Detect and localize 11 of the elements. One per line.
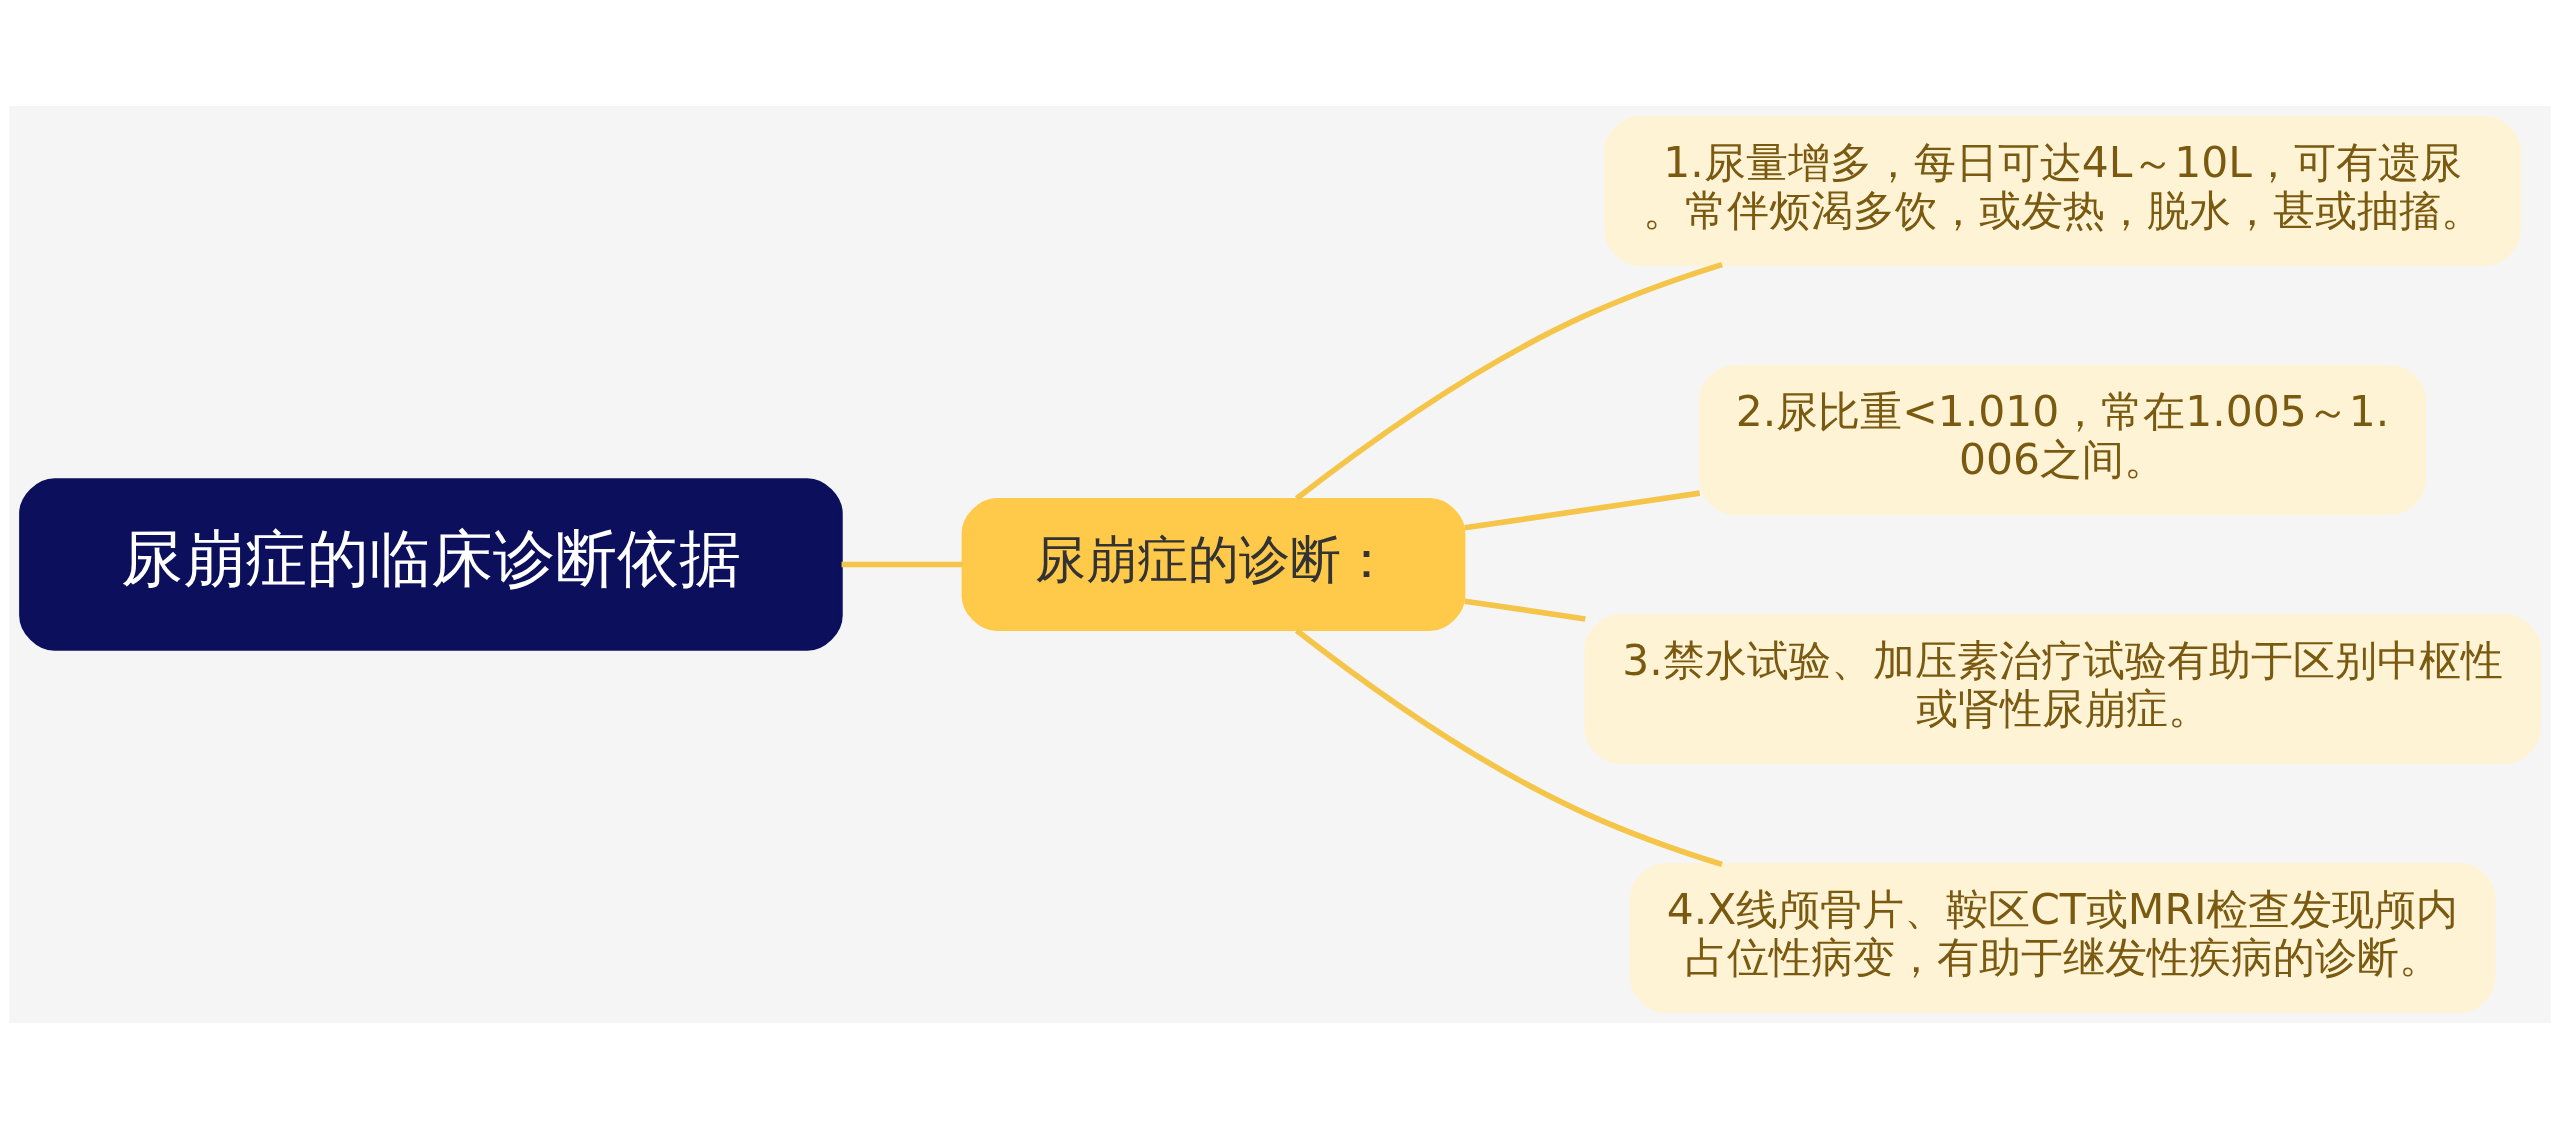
- node-box: 尿崩症的诊断：: [961, 498, 1466, 631]
- connector: [1294, 628, 1723, 868]
- connector: [1464, 490, 1701, 531]
- node-box: 尿崩症的临床诊断依据: [19, 478, 843, 651]
- node-box: 3.禁水试验、加压素治疗试验有助于区别中枢性或肾性尿崩症。: [1584, 614, 2541, 765]
- node-box: 1.尿量增多，每日可达4L～10L，可有遗尿。常伴烦渴多饮，或发热，脱水，甚或抽搐。: [1604, 115, 2522, 266]
- connector: [1294, 261, 1723, 501]
- node-box: 2.尿比重<1.010，常在1.005～1.006之间。: [1698, 364, 2427, 515]
- connector: [841, 561, 963, 568]
- connector: [1464, 598, 1586, 622]
- node-box: 4.X线颅骨片、鞍区CT或MRI检查发现颅内占位性病变，有助于继发性疾病的诊断。: [1629, 863, 2496, 1014]
